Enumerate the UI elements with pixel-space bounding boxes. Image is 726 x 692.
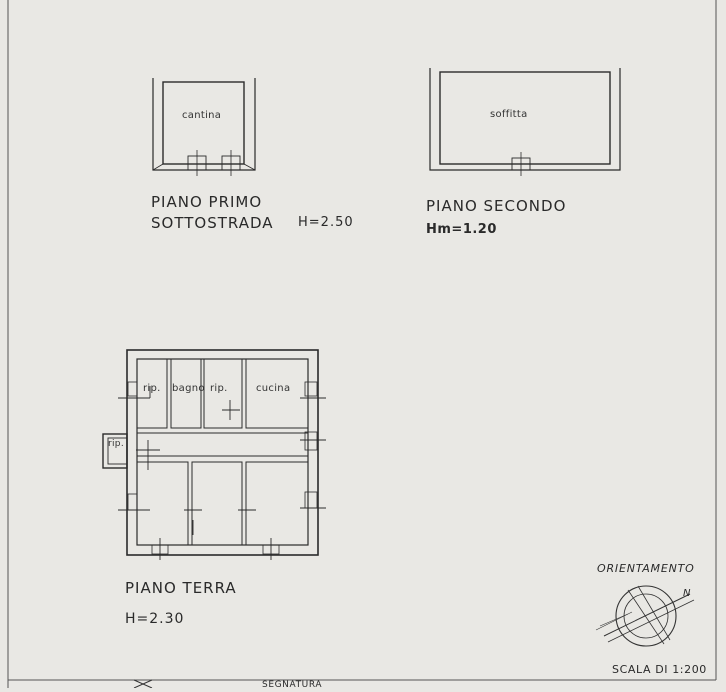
room-label-rip-1: rip. <box>143 383 161 394</box>
compass-north-label: N <box>683 588 692 599</box>
room-label-soffitta: soffitta <box>490 109 528 120</box>
footer-marker <box>133 679 153 689</box>
plan-soffitta <box>429 68 621 176</box>
room-label-cantina: cantina <box>182 110 222 121</box>
floor-height-secondo: Hm=1.20 <box>426 222 497 237</box>
room-label-rip-3: rip. <box>108 439 124 449</box>
floor-title-sottostrada: SOTTOSTRADA <box>151 214 274 232</box>
footer-label: SEGNATURA <box>262 680 323 690</box>
scale-label: SCALA DI 1:200 <box>612 663 707 676</box>
plan-terra <box>102 349 326 560</box>
room-label-cucina: cucina <box>256 383 291 394</box>
compass-rose <box>595 585 695 647</box>
orientation-title: ORIENTAMENTO <box>597 562 695 575</box>
room-label-bagno: bagno <box>172 383 205 394</box>
floor-height-primo: H=2.50 <box>298 215 354 230</box>
floor-title-terra: PIANO TERRA <box>125 579 237 597</box>
room-label-rip-2: rip. <box>210 383 228 394</box>
floor-height-terra: H=2.30 <box>125 611 185 627</box>
floor-title-primo: PIANO PRIMO <box>151 193 263 211</box>
floor-title-secondo: PIANO SECONDO <box>426 197 567 215</box>
plan-cantina <box>152 78 256 176</box>
